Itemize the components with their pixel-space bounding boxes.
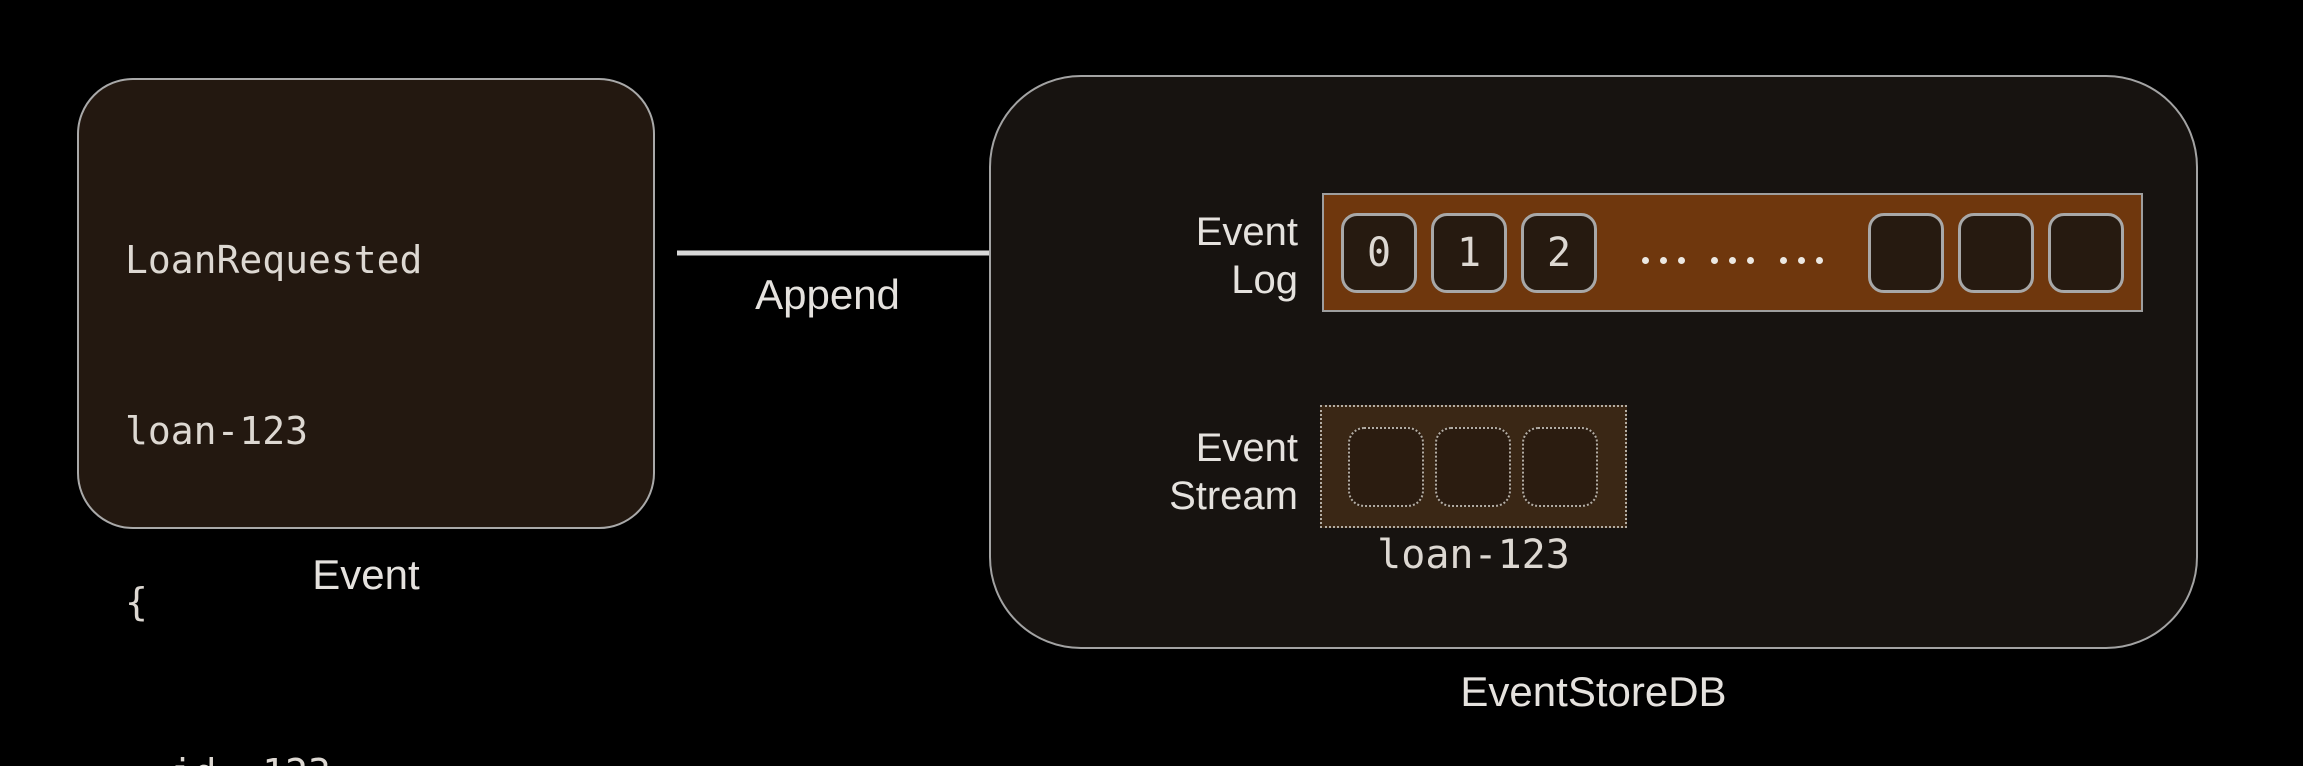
code-line: loan-123 — [125, 409, 309, 453]
event-log-label-line1: Event — [1195, 210, 1298, 254]
event-log-label-line2: Log — [1231, 258, 1298, 302]
log-empty-cells — [1868, 212, 2124, 293]
log-cell-empty — [2048, 212, 2124, 293]
dot — [1711, 257, 1718, 264]
log-ellipsis — [1642, 257, 1823, 264]
event-card: LoanRequested loan-123 { id: 123, amount… — [77, 78, 655, 766]
dot — [1816, 257, 1823, 264]
dot — [1660, 257, 1667, 264]
log-cell: 1 — [1431, 212, 1507, 293]
ellipsis-group — [1642, 257, 1685, 264]
dot — [1780, 257, 1787, 264]
log-cell-empty — [1868, 212, 1944, 293]
eventstoredb-caption: EventStoreDB — [1460, 668, 1727, 715]
dot — [1729, 257, 1736, 264]
dot — [1747, 257, 1754, 264]
event-code-block: LoanRequested loan-123 { id: 123, amount… — [125, 118, 633, 766]
dot — [1798, 257, 1805, 264]
event-stream-box — [1320, 405, 1627, 528]
code-line: LoanRequested — [125, 238, 423, 282]
stream-cell — [1348, 426, 1424, 507]
log-cell: 2 — [1521, 212, 1597, 293]
event-stream-label-line2: Stream — [1169, 474, 1298, 518]
eventstoredb-container — [989, 75, 2198, 649]
log-cell: 0 — [1341, 212, 1417, 293]
dot — [1642, 257, 1649, 264]
event-log-label: Event Log — [1080, 208, 1298, 304]
event-stream-caption: loan-123 — [1377, 532, 1570, 578]
event-stream-label: Event Stream — [1080, 424, 1298, 520]
log-cell-empty — [1958, 212, 2034, 293]
dot — [1678, 257, 1685, 264]
append-label: Append — [755, 271, 900, 318]
stream-cell — [1435, 426, 1511, 507]
event-stream-label-line1: Event — [1195, 426, 1298, 470]
ellipsis-group — [1711, 257, 1754, 264]
stream-cell — [1522, 426, 1598, 507]
code-line: { — [125, 580, 148, 624]
ellipsis-group — [1780, 257, 1823, 264]
code-line: id: 123, — [125, 745, 633, 766]
event-card-caption: Event — [312, 551, 420, 598]
